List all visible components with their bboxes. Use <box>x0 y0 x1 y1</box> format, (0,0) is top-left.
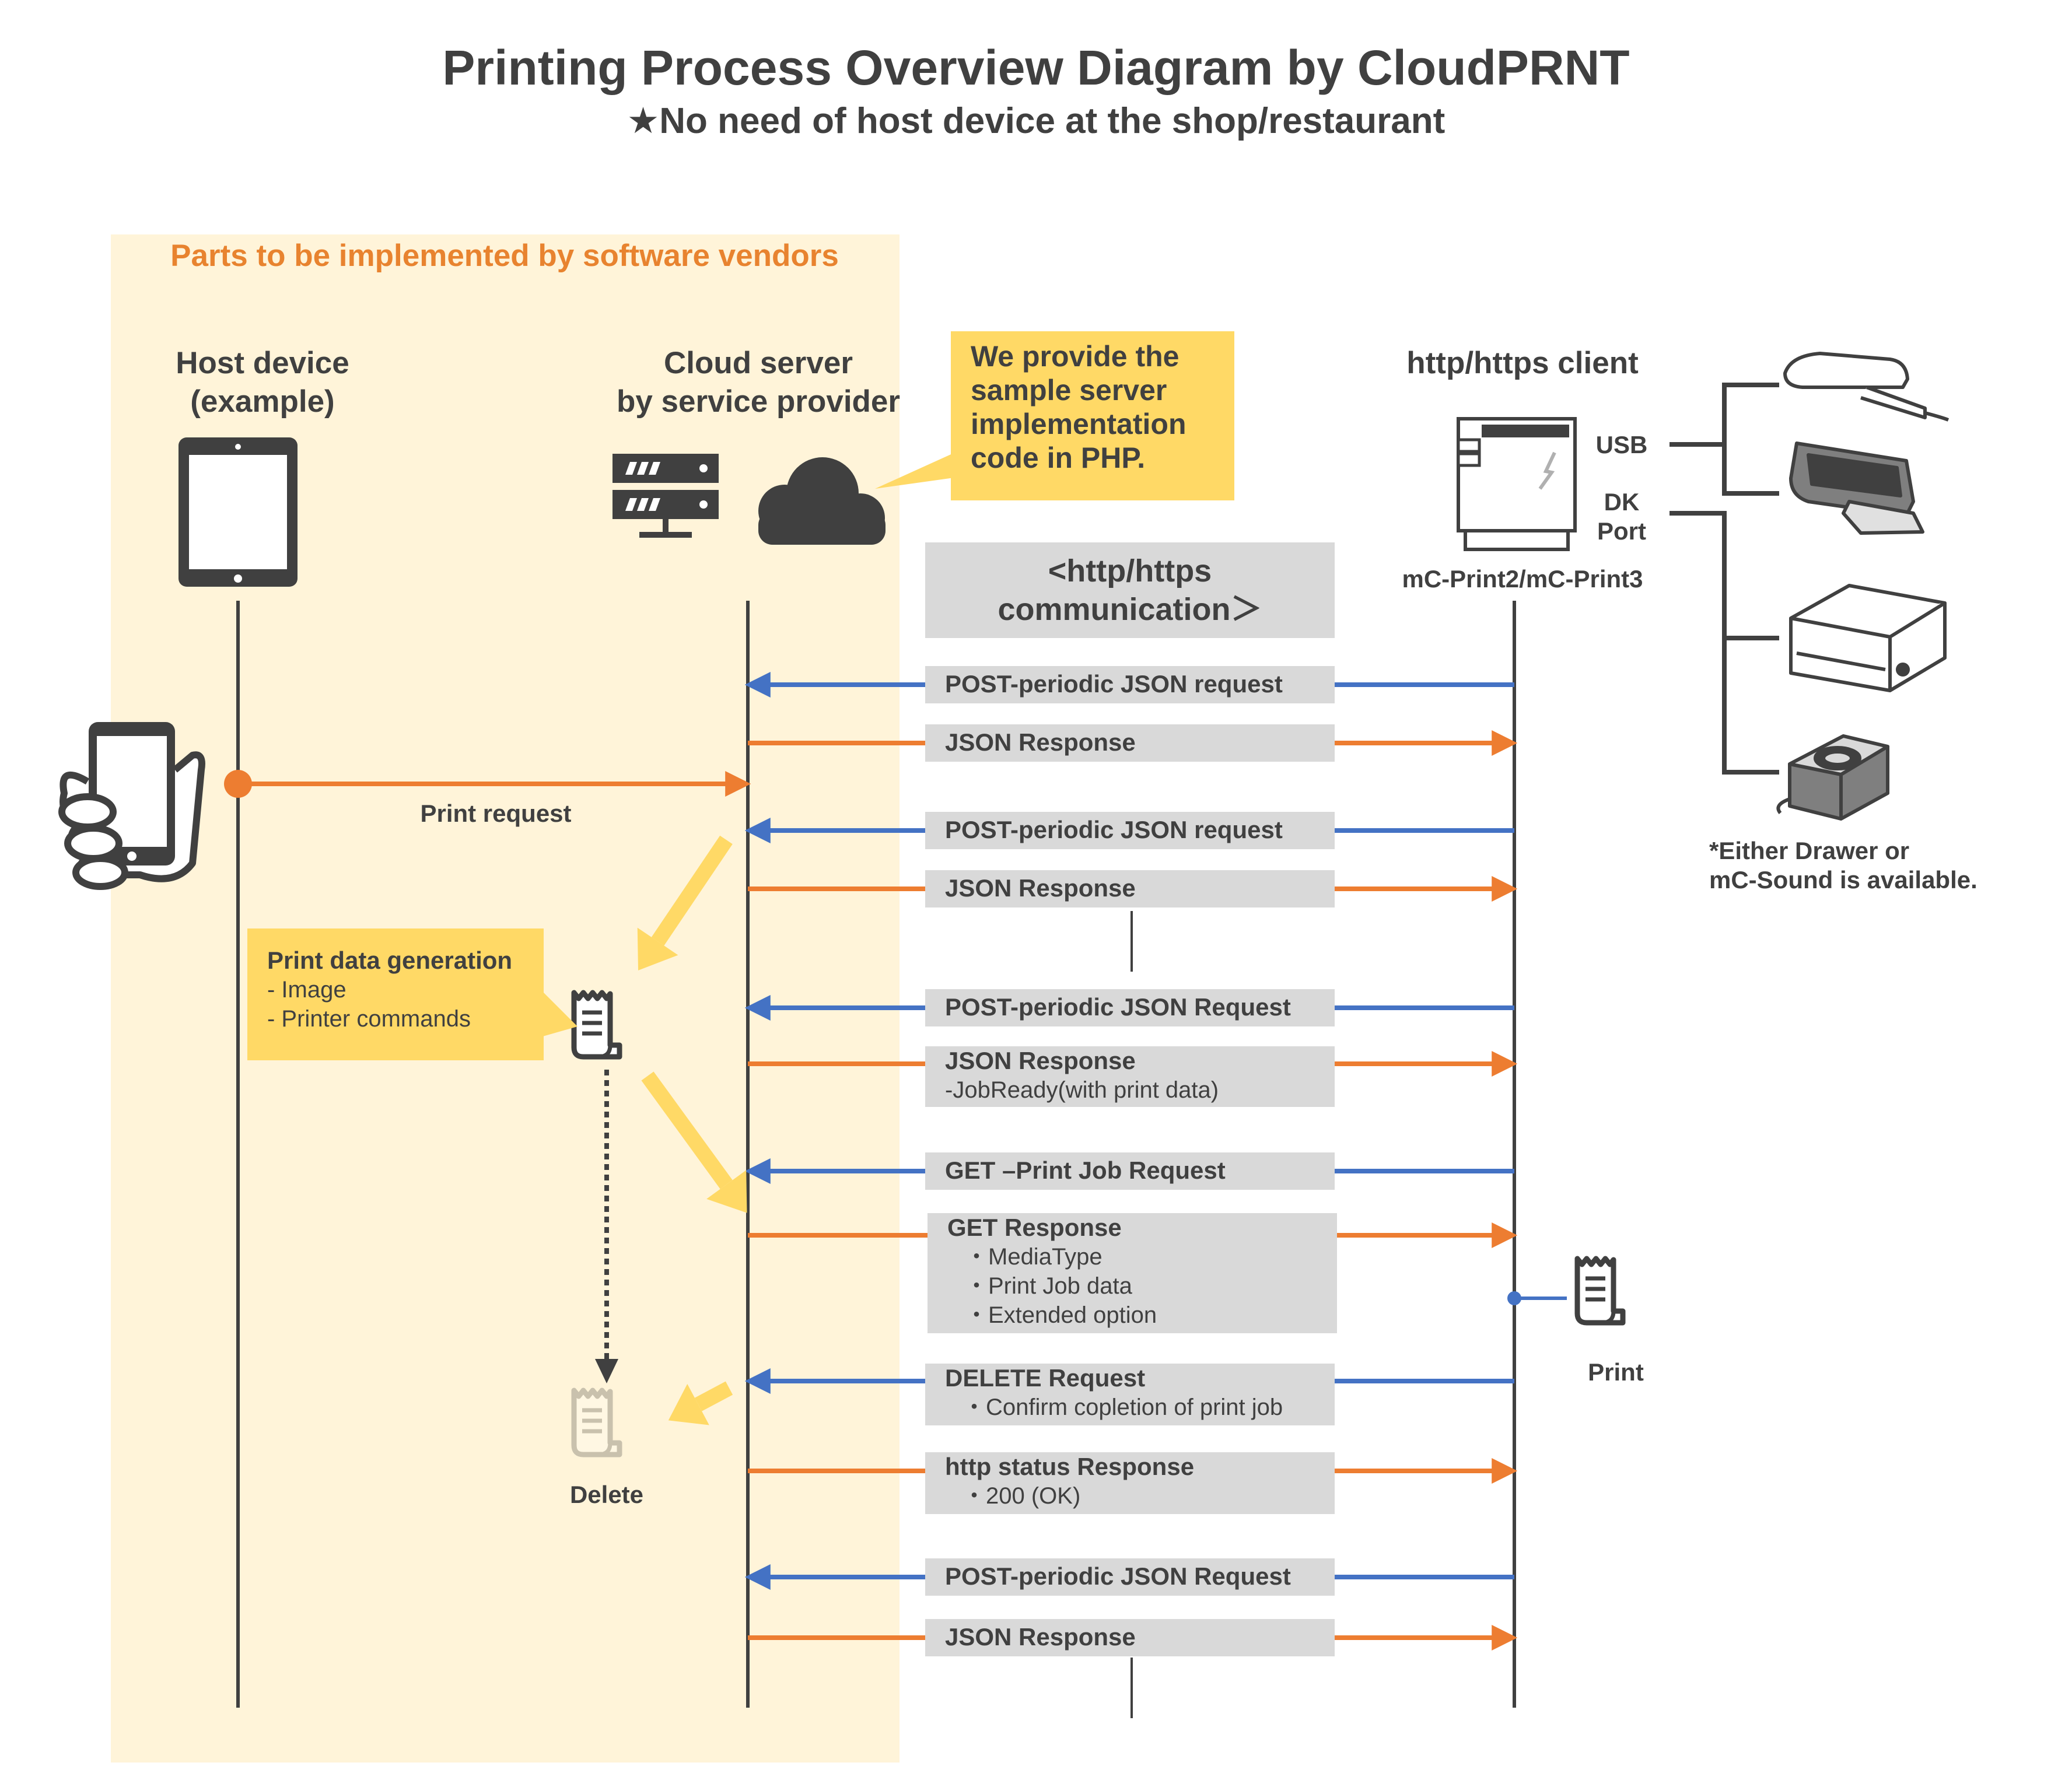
host-device-title: Host device (example) <box>176 346 349 419</box>
delete-label: Delete <box>569 1481 644 1508</box>
server-icon <box>612 454 719 538</box>
receipt-icon <box>1577 1259 1623 1323</box>
cloud-server-title: Cloud server by service provider <box>616 346 901 419</box>
message-label-7: GET –Print Job Request <box>925 1152 1335 1190</box>
message-label-2: JSON Response <box>925 724 1335 762</box>
message-label-4: JSON Response <box>925 870 1335 907</box>
tablet-icon <box>178 437 298 587</box>
print-request-label: Print request <box>420 800 572 827</box>
flow-arrows <box>637 835 747 1425</box>
page-subtitle: ★No need of host device at the shop/rest… <box>626 101 1446 141</box>
message-label-3: POST-periodic JSON request <box>925 812 1335 849</box>
cash-drawer-icon <box>1789 584 1947 692</box>
generation-item: - Printer commands <box>267 1006 471 1032</box>
usb-port-label: USB <box>1595 431 1648 458</box>
generation-item: - Image <box>267 977 346 1003</box>
message-label-5: POST-periodic JSON Request <box>925 989 1335 1026</box>
message-label-10: http status Response ・200 (OK) <box>925 1452 1335 1514</box>
cloud-icon <box>758 457 886 545</box>
customer-display-icon <box>1789 442 1924 535</box>
message-label-11: POST-periodic JSON Request <box>925 1558 1335 1596</box>
dk-port-label: DK Port <box>1597 488 1646 545</box>
print-label: Print <box>1588 1358 1644 1386</box>
http-client-title: http/https client <box>1406 346 1639 380</box>
printer-icon <box>1457 417 1577 551</box>
printer-model-label: mC-Print2/mC-Print3 <box>1402 565 1643 593</box>
peripheral-note: *Either Drawer or mC-Sound is available. <box>1709 837 1978 893</box>
message-label-12: JSON Response <box>925 1619 1335 1656</box>
message-label-6: JSON Response -JobReady(with print data) <box>925 1046 1335 1107</box>
php-callout <box>951 331 1234 500</box>
mc-sound-icon <box>1776 734 1889 821</box>
message-label-8: GET Response ・MediaType ・Print Job data … <box>928 1213 1337 1333</box>
message-label-1: POST-periodic JSON request <box>925 666 1335 703</box>
generation-pointer <box>537 986 578 1038</box>
receipt-icon <box>574 1390 620 1455</box>
message-label-9: DELETE Request ・Confirm copletion of pri… <box>925 1364 1335 1425</box>
page-title: Printing Process Overview Diagram by Clo… <box>442 40 1630 95</box>
vendor-zone-label: Parts to be implemented by software vend… <box>170 239 839 273</box>
print-data-generation-title: Print data generation <box>267 947 513 974</box>
smartphone-icon <box>58 722 205 890</box>
print-data-generation-box: Print data generation - Image - Printer … <box>247 928 544 1060</box>
php-callout-text: We provide the sample server implementat… <box>971 340 1186 474</box>
port-connectors <box>1670 383 1779 775</box>
communication-header: <http/https communication＞ <box>925 542 1335 638</box>
receipt-icon <box>574 993 620 1057</box>
barcode-scanner-icon <box>1783 352 1950 422</box>
